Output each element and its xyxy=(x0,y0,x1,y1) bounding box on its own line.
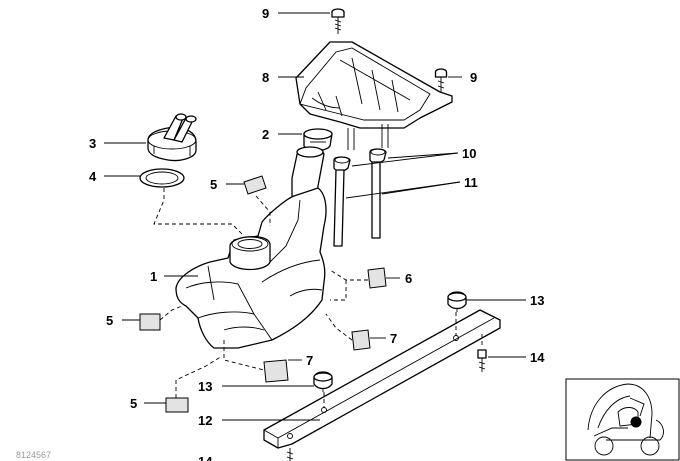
sealing-ring-4 xyxy=(139,168,185,188)
rubber-pad-5-lower xyxy=(165,355,223,413)
callout-5: 5 xyxy=(106,313,113,328)
dashed-ring-to-tank xyxy=(153,188,245,237)
scooter-icon xyxy=(587,383,664,456)
callout-4: 4 xyxy=(89,169,97,184)
callout-5: 5 xyxy=(210,177,217,192)
callout-13: 13 xyxy=(530,293,544,308)
callouts: 9 8 9 3 2 10 4 5 11 1 6 13 5 7 7 14 13 5… xyxy=(89,6,545,461)
callout-14: 14 xyxy=(530,350,545,365)
rubber-buffer-13-lower xyxy=(313,371,333,392)
breather-hoses-11 xyxy=(333,161,381,247)
callout-9: 9 xyxy=(262,6,269,21)
leader-lines xyxy=(104,12,526,421)
rubber-buffer-13-top xyxy=(447,291,467,312)
filler-cap-2 xyxy=(303,128,333,152)
sensor-unit-3 xyxy=(147,113,197,162)
cover-8 xyxy=(295,41,453,150)
rubber-pad-5-left xyxy=(139,305,183,331)
callout-6: 6 xyxy=(405,271,412,286)
screw-9-top xyxy=(331,8,345,34)
callout-12: 12 xyxy=(198,413,212,428)
callout-13: 13 xyxy=(198,379,212,394)
rubber-pad-7-lower xyxy=(223,340,289,383)
callout-1: 1 xyxy=(150,269,157,284)
locator-mark-icon xyxy=(630,416,642,428)
callout-9: 9 xyxy=(470,70,477,85)
callout-5: 5 xyxy=(130,396,137,411)
support-rail-12 xyxy=(263,309,501,449)
fuel-tank-1 xyxy=(175,146,327,349)
callout-14: 14 xyxy=(198,454,213,461)
locator-thumbnail xyxy=(565,378,680,461)
callout-2: 2 xyxy=(262,127,269,142)
callout-7: 7 xyxy=(390,331,397,346)
callout-11: 11 xyxy=(464,175,478,190)
callout-10: 10 xyxy=(462,146,476,161)
callout-7: 7 xyxy=(306,353,313,368)
callout-8: 8 xyxy=(262,70,269,85)
watermark: 8124567 xyxy=(16,450,51,460)
rubber-pad-7-right xyxy=(325,313,371,351)
rubber-pad-6 xyxy=(329,267,387,301)
callout-3: 3 xyxy=(89,136,96,151)
bolt-14-right xyxy=(477,349,487,372)
bolt-14-bottom xyxy=(286,448,294,461)
rubber-pad-5-top xyxy=(243,175,271,226)
screw-9-right xyxy=(434,68,448,94)
